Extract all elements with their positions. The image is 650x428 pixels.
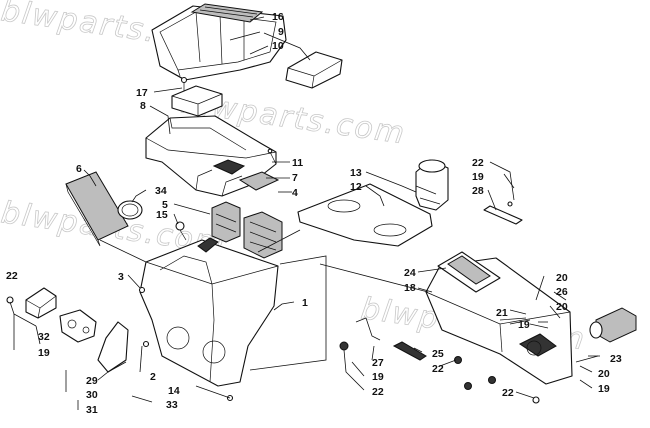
callout-20-right: 20 (598, 368, 610, 380)
callout-22-mid: 22 (432, 363, 444, 375)
callout-22-bottom: 22 (502, 387, 514, 399)
callout-13: 13 (350, 167, 362, 179)
hardware (6, 201, 599, 404)
intake-screen (190, 3, 264, 23)
callout-23: 23 (610, 353, 622, 365)
drain-tube (355, 317, 381, 341)
callout-20-top: 20 (556, 272, 568, 284)
callout-22-top: 22 (472, 157, 484, 169)
callout-4: 4 (292, 187, 298, 199)
callout-10: 10 (272, 40, 284, 52)
intake-boot (415, 159, 449, 211)
gasket-plate (297, 183, 433, 247)
callout-22-lower: 22 (372, 386, 384, 398)
callout-24: 24 (404, 267, 416, 279)
callout-6: 6 (76, 163, 82, 175)
callout-34: 34 (155, 185, 167, 197)
callout-2: 2 (150, 371, 156, 383)
callout-5: 5 (162, 199, 168, 211)
callout-9: 9 (278, 26, 284, 38)
callout-26: 26 (556, 286, 568, 298)
callout-7: 7 (292, 172, 298, 184)
actuator-assembly (59, 309, 97, 343)
callout-31: 31 (86, 404, 98, 416)
callout-32: 32 (38, 331, 50, 343)
callout-27: 27 (372, 357, 384, 369)
callout-8: 8 (140, 100, 146, 112)
callout-21: 21 (496, 307, 508, 319)
seal-strip (483, 205, 523, 225)
support-bracket (97, 321, 129, 373)
callout-19-left: 19 (38, 347, 50, 359)
callout-17: 17 (136, 87, 148, 99)
callout-28: 28 (472, 185, 484, 197)
filter-panel (65, 171, 129, 247)
callout-labels: 16 9 10 17 8 11 7 4 6 34 5 15 13 12 22 1… (6, 11, 622, 416)
duct-cover-plate (437, 251, 501, 293)
callout-25: 25 (432, 348, 444, 360)
duct-filter (595, 307, 637, 343)
callout-16: 16 (272, 11, 284, 23)
foam-pad-small (211, 201, 241, 243)
cover-mount-block (171, 85, 223, 117)
callout-29: 29 (86, 375, 98, 387)
callout-3: 3 (118, 271, 124, 283)
callout-19-top: 19 (472, 171, 484, 183)
clip (392, 341, 427, 361)
leader-lines (9, 16, 600, 410)
callout-18: 18 (404, 282, 416, 294)
callout-12: 12 (350, 181, 362, 193)
grommet (589, 321, 603, 339)
callout-19-lower: 19 (372, 371, 384, 383)
foam-pad-large (243, 211, 283, 259)
airbox-base-plate (145, 115, 277, 197)
callout-14: 14 (168, 385, 180, 397)
callout-33: 33 (166, 399, 178, 411)
callout-15: 15 (156, 209, 168, 221)
callout-1: 1 (302, 297, 308, 309)
clamp-ring (117, 200, 143, 220)
mount-bracket (25, 287, 57, 319)
callout-11: 11 (292, 157, 303, 169)
callout-19-right: 19 (598, 383, 610, 395)
callout-20-mid: 20 (556, 301, 568, 313)
airbox-body (139, 237, 279, 387)
callout-22-left: 22 (6, 270, 18, 282)
foam-filter (285, 51, 343, 89)
intake-duct (425, 257, 573, 385)
foam-block (238, 171, 280, 191)
callout-19-duct: 19 (518, 319, 530, 331)
callout-30: 30 (86, 389, 98, 401)
